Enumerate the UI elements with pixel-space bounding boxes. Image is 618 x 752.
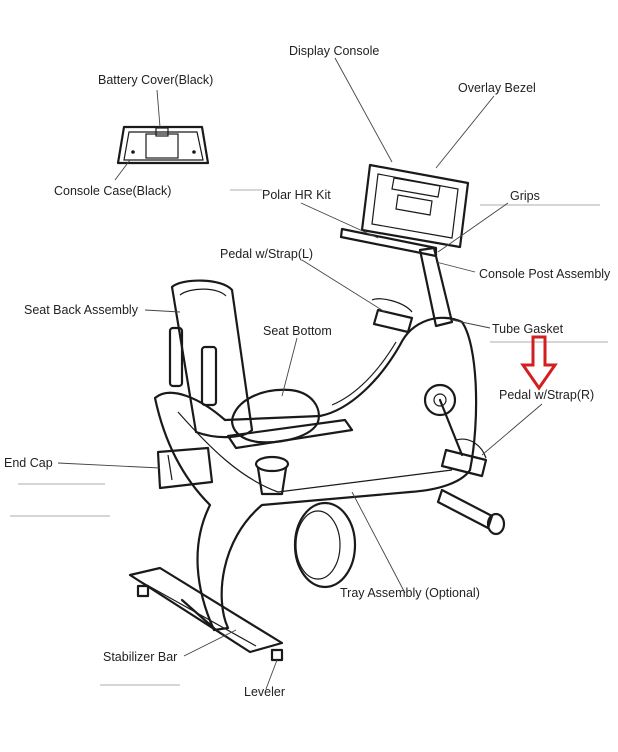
console-case-inset [116,125,210,165]
background-ghost-marks [10,189,608,686]
bike-illustration [128,163,506,662]
leader-lines [57,57,543,690]
right-pedal-shape [438,398,488,478]
tray-cup-holder [254,455,290,496]
flywheel-cover [293,501,357,589]
end-cap-shape [156,446,214,490]
label-stabilizer-bar: Stabilizer Bar [103,650,177,664]
label-console-post-assembly: Console Post Assembly [479,267,611,281]
label-leveler: Leveler [244,685,285,699]
front-stabilizer [436,488,506,536]
seat-bottom-shape [230,388,320,444]
label-grips: Grips [510,189,540,203]
label-display-console: Display Console [289,44,379,58]
label-seat-bottom: Seat Bottom [263,324,332,338]
console-post [418,246,454,328]
crank-hub [423,383,457,417]
rear-stabilizer-bar [128,566,284,654]
label-end-cap: End Cap [4,456,53,470]
label-seat-back-assembly: Seat Back Assembly [24,303,139,317]
label-pedal-strap-r: Pedal w/Strap(R) [499,388,594,402]
part-labels: Display Console Battery Cover(Black) Ove… [4,44,611,699]
seat-rail [226,418,354,450]
main-frame [153,316,478,632]
label-pedal-strap-l: Pedal w/Strap(L) [220,247,313,261]
label-tube-gasket: Tube Gasket [492,322,564,336]
label-overlay-bezel: Overlay Bezel [458,81,536,95]
label-tray-assembly: Tray Assembly (Optional) [340,586,480,600]
label-polar-hr-kit: Polar HR Kit [262,188,331,202]
left-pedal-shape [371,298,414,334]
red-down-arrow-icon [520,335,558,391]
label-battery-cover: Battery Cover(Black) [98,73,213,87]
seat-back-shape [168,279,254,439]
display-console-shape [360,163,470,249]
label-console-case: Console Case(Black) [54,184,171,198]
